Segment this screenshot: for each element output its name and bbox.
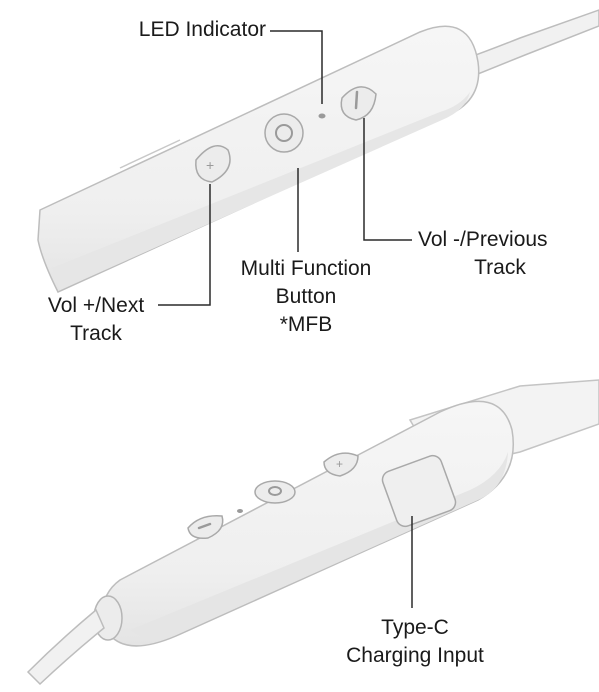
- bottom-vol-plus-button: [323, 452, 359, 477]
- vol-minus-leader-line: [363, 118, 412, 241]
- top-remote-shade: [52, 92, 470, 290]
- top-vol-plus-button: [195, 145, 231, 183]
- led-leader-line: [270, 30, 323, 104]
- bottom-cable: [26, 608, 105, 686]
- vol-plus-leader-line: [158, 184, 211, 306]
- top-vol-plus-glyph: +: [206, 157, 214, 173]
- bottom-vol-minus-glyph: [197, 522, 212, 530]
- vol-minus-label-line1: Vol -/Previous: [418, 228, 548, 251]
- vol-plus-label-line2: Track: [70, 322, 122, 345]
- mfb-label-line3: *MFB: [279, 313, 333, 336]
- bottom-remote-shade: [130, 452, 508, 640]
- top-vol-minus-glyph: [354, 90, 359, 110]
- top-remote-seam: [119, 139, 181, 169]
- type-c-label-line2: Charging Input: [346, 644, 484, 667]
- bottom-remote-body: [102, 400, 514, 647]
- top-cable: [461, 9, 599, 79]
- bottom-mfb-button: [254, 480, 296, 504]
- bottom-led-indicator: [237, 509, 243, 513]
- type-c-label-line1: Type-C: [381, 616, 449, 639]
- bottom-mfb-ring: [268, 486, 282, 496]
- top-mfb-button: [264, 113, 304, 153]
- top-vol-minus-button: [340, 86, 377, 121]
- top-mfb-button-ring: [275, 124, 293, 142]
- type-c-port-cover: [381, 454, 457, 528]
- mfb-label-line1: Multi Function: [240, 257, 372, 280]
- top-led-indicator: [318, 113, 326, 119]
- led-indicator-label: LED Indicator: [138, 18, 266, 41]
- top-leader-lines: [158, 30, 412, 306]
- vol-plus-label-line1: Vol +/Next: [47, 294, 145, 317]
- top-remote-view: +: [37, 9, 599, 293]
- bottom-remote-view: +: [26, 379, 599, 686]
- bottom-vol-plus-glyph: +: [336, 457, 343, 471]
- mfb-label-line2: Button: [275, 285, 337, 308]
- vol-minus-label-line2: Track: [474, 256, 526, 279]
